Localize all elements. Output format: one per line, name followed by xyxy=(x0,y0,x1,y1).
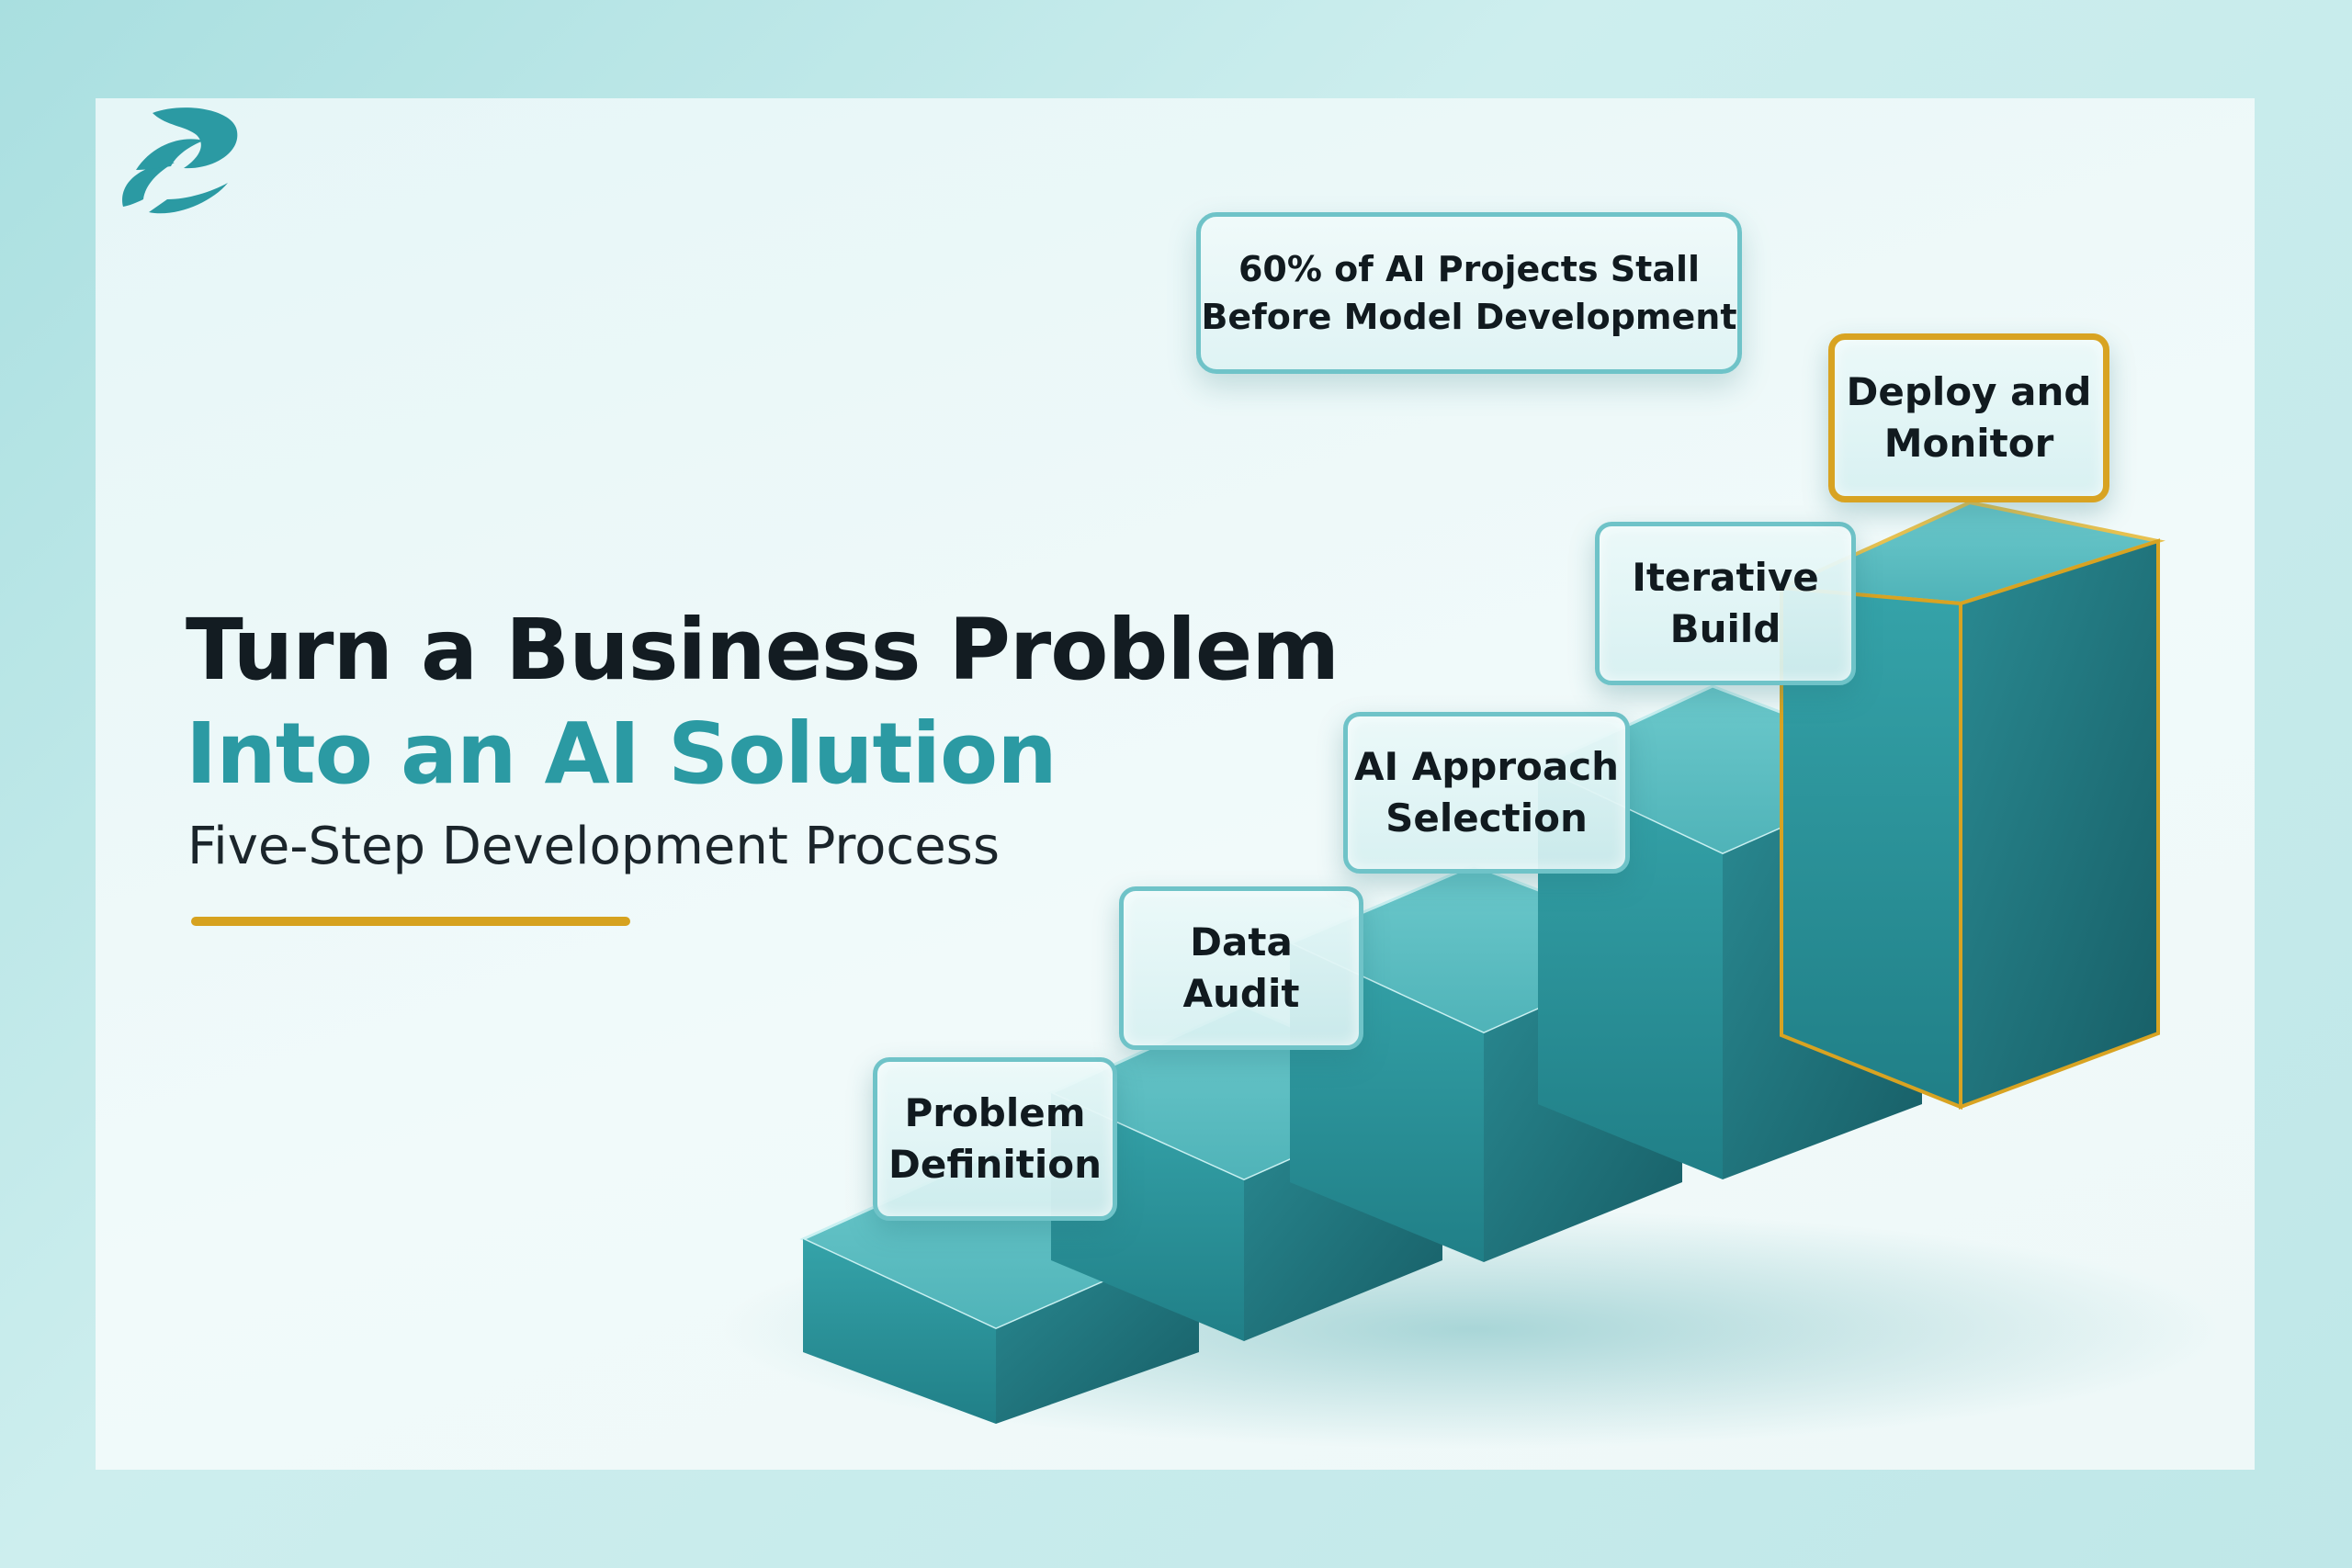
accent-underline xyxy=(191,917,630,926)
staircase-diagram xyxy=(720,500,2227,1449)
headline-line-2: Into an AI Solution xyxy=(186,705,1057,803)
headline-line-1: Turn a Business Problem xyxy=(186,601,1340,699)
step-label-problem-definition: Problem Definition xyxy=(873,1057,1117,1221)
step-label-deploy-and-monitor: Deploy and Monitor xyxy=(1828,333,2109,502)
step-label-ai-approach-selection: AI Approach Selection xyxy=(1343,712,1630,874)
step-block-5 xyxy=(1774,500,2165,1110)
subtitle: Five-Step Development Process xyxy=(187,817,1001,876)
step-label-data-audit: Data Audit xyxy=(1119,886,1363,1050)
company-logo-icon xyxy=(122,107,238,214)
stat-callout: 60% of AI Projects Stall Before Model De… xyxy=(1196,212,1742,374)
step-label-iterative-build: Iterative Build xyxy=(1595,522,1856,685)
infographic-card: Turn a Business Problem Into an AI Solut… xyxy=(96,98,2255,1470)
